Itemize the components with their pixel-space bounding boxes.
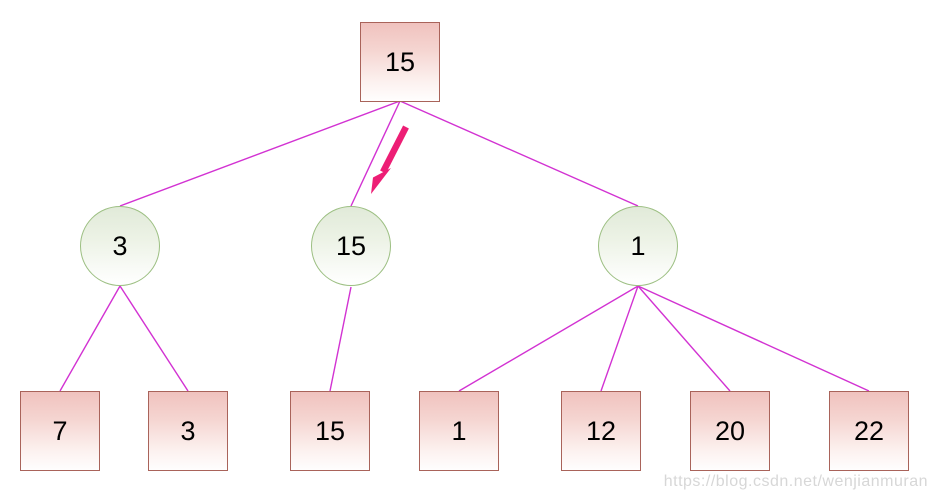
watermark-url: https://blog.csdn.net/wenjianmuran [663,473,928,490]
connector-root-to-circle-15 [350,100,401,207]
leaf-node-label: 1 [451,415,467,446]
connector-circle1-to-leaf-20 [637,285,731,392]
leaf-node-label: 15 [314,415,346,446]
connector-circle1-to-leaf-12 [600,285,639,392]
leaf-node-7: 7 [20,391,100,471]
leaf-node-20: 20 [690,391,770,471]
root-node-15: 15 [360,22,440,102]
leaf-node-22: 22 [829,391,909,471]
connector-circle3-to-leaf-7 [59,285,121,392]
leaf-node-15: 15 [290,391,370,471]
leaf-node-label: 12 [585,415,617,446]
mid-node-label: 3 [112,230,128,261]
leaf-node-1: 1 [419,391,499,471]
connector-circle1-to-leaf-22 [637,285,870,392]
highlight-arrow-icon [371,125,409,194]
root-node-label: 15 [384,46,416,77]
leaf-node-label: 3 [180,415,196,446]
mid-node-label: 1 [630,230,646,261]
connector-circle3-to-leaf-3 [119,285,189,392]
mid-node-label: 15 [335,230,367,261]
leaf-node-label: 7 [52,415,68,446]
connector-circle15-to-leaf-15 [329,286,352,392]
connector-circle1-to-leaf-1 [458,285,639,392]
mid-node-3: 3 [80,206,160,286]
leaf-node-label: 22 [853,415,885,446]
connector-root-to-circle-3 [119,100,401,207]
leaf-node-12: 12 [561,391,641,471]
connector-root-to-circle-1 [399,100,639,207]
leaf-node-3: 3 [148,391,228,471]
leaf-node-label: 20 [714,415,746,446]
mid-node-15: 15 [311,206,391,286]
mid-node-1: 1 [598,206,678,286]
